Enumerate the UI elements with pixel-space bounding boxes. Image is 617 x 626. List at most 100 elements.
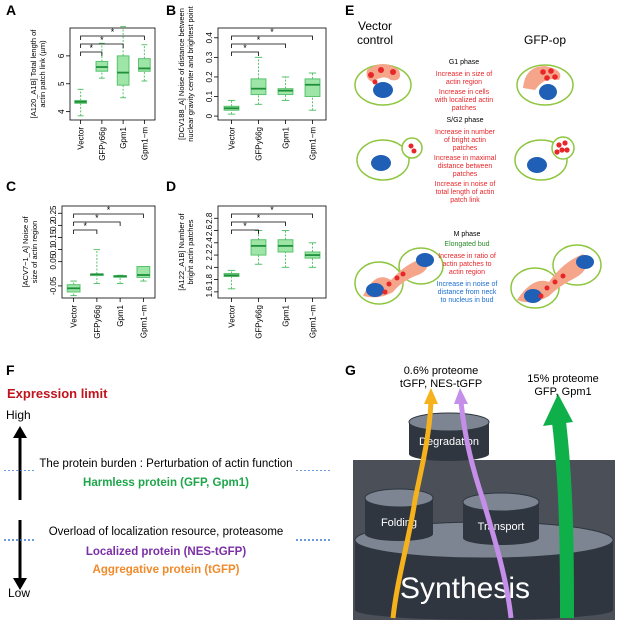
left-proteome-2: tGFP, NES-tGFP	[400, 378, 482, 390]
panel-letter-b: B	[166, 2, 177, 18]
expression-limit: Expression limit	[7, 386, 108, 401]
x-tick-label: GFPy66g	[255, 305, 264, 339]
x-tick-label: Gpm1−m	[139, 305, 148, 338]
significance-bracket	[231, 51, 259, 56]
purple-arrow-head	[454, 388, 468, 404]
y-tick-label: 5	[57, 81, 66, 86]
y-axis-label-2: bright actin patches	[186, 219, 195, 284]
panel-letter-e: E	[345, 2, 355, 18]
significance-bracket	[80, 51, 103, 56]
significance-bracket	[231, 229, 259, 234]
significance-star: *	[107, 205, 111, 215]
g1-text-3: Increase in cells	[439, 89, 490, 96]
x-tick-label: Vector	[70, 305, 79, 328]
localized-text: Localized protein (NES-tGFP)	[85, 546, 247, 558]
right-proteome-2: GFP, Gpm1	[534, 386, 591, 398]
significance-star: *	[243, 221, 247, 231]
g1-phase-label: G1 phase	[449, 59, 479, 66]
sg2-text-5: distance between	[438, 163, 493, 170]
significance-star: *	[89, 43, 93, 53]
y-tick-label: 0.2	[49, 219, 58, 231]
significance-star: *	[111, 27, 115, 37]
significance-bracket	[73, 229, 98, 234]
plot-frame	[61, 205, 156, 299]
right-proteome-1: 15% proteome	[527, 373, 599, 385]
m-phase-label: M phase	[454, 231, 481, 238]
panel-letter-f: F	[6, 362, 15, 378]
significance-bracket	[231, 35, 313, 40]
y-tick-label: -0.05	[49, 276, 58, 295]
sg2-text-9: patch link	[450, 197, 480, 204]
y-axis-label-1: [DCV188_A] Noise of distance between	[177, 8, 186, 140]
plot-frame	[217, 27, 327, 121]
y-tick-label: 2.4	[205, 237, 214, 249]
transport-label: Transport	[478, 521, 525, 533]
y-tick-label: 0.2	[205, 71, 214, 83]
y-tick-label: 0.1	[205, 90, 214, 102]
orange-arrow	[390, 401, 434, 619]
sg2-text-1: Increase in number	[435, 129, 496, 136]
purple-arrow	[458, 401, 514, 619]
significance-bracket	[73, 213, 144, 218]
x-tick-label: Vector	[228, 127, 237, 150]
y-axis-label-1: [A122_A1B] Number of	[177, 213, 186, 291]
y-tick-label: 0.15	[49, 229, 58, 245]
transport-cylinder	[462, 492, 540, 545]
m-text-r2: actin patches to	[442, 261, 491, 268]
sg2-phase-label: S/G2 phase	[447, 117, 484, 124]
box	[304, 78, 321, 98]
box	[277, 88, 294, 96]
y-tick-label: 0.3	[205, 51, 214, 63]
box	[250, 239, 267, 256]
dotted-separators	[4, 470, 330, 541]
label-high: High	[6, 408, 31, 422]
cell-m-gfp	[510, 244, 602, 309]
y-tick-label: 1.6	[205, 286, 214, 298]
panel-g-diagram: Synthesis Folding Transport Degradation …	[353, 365, 615, 620]
aggregative-text: Aggregative protein (tGFP)	[92, 564, 240, 576]
panel-e-diagram: Vector control GFP-op G1 phase Increase …	[354, 19, 602, 309]
boxplot-chart-b: 00.10.20.30.4[DCV188_A] Noise of distanc…	[177, 5, 327, 161]
x-tick-label: Gpm1−m	[140, 127, 149, 160]
sg2-text-3: patches	[453, 145, 478, 152]
y-tick-label: 6	[57, 53, 66, 58]
x-tick-label: GFPy66g	[98, 127, 107, 161]
m-text-r1: Increase in ratio of	[438, 253, 496, 260]
significance-star: *	[83, 221, 87, 231]
x-tick-label: Vector	[228, 305, 237, 328]
panel-letter-a: A	[6, 2, 17, 18]
sg2-text-8: total length of actin	[436, 189, 495, 196]
cell-g1-gfp	[516, 64, 574, 106]
m-text-b3: to nucleus in bud	[441, 297, 494, 304]
overload-text: Overload of localization resource, prote…	[48, 526, 284, 538]
left-proteome-1: 0.6% proteome	[404, 365, 479, 377]
cell-sg2-gfp	[514, 136, 575, 181]
m-text-r3: actin region	[449, 269, 485, 276]
y-axis-label-2: actin patch link (µm)	[38, 40, 47, 108]
orange-arrow-head	[424, 388, 438, 404]
g1-text-4: with localized actin	[434, 97, 493, 104]
x-tick-label: Gpm1	[282, 126, 291, 148]
plot-frame	[69, 27, 156, 121]
x-tick-label: GFPy66g	[255, 127, 264, 161]
m-text-b1: Increase in noise of	[437, 281, 498, 288]
box	[116, 55, 130, 86]
y-tick-label: 2.6	[205, 224, 214, 236]
green-arrow	[552, 421, 574, 619]
plot-frame	[217, 205, 327, 299]
green-arrow-head	[543, 394, 573, 426]
significance-bracket	[73, 221, 121, 226]
header-gfp-op: GFP-op	[524, 33, 566, 47]
boxplot-chart-c: -0.050.050.10.150.20.25[ACV7−1_A] Noise …	[21, 205, 156, 339]
significance-star: *	[270, 27, 274, 37]
panel-letter-d: D	[166, 178, 177, 194]
m-text-b2: distance from neck	[438, 289, 497, 296]
sg2-text-6: patches	[453, 171, 478, 178]
significance-star: *	[257, 35, 261, 45]
harmless-text: Harmless protein (GFP, Gpm1)	[83, 477, 249, 489]
x-tick-label: Gpm1	[116, 304, 125, 326]
box	[138, 58, 151, 72]
sg2-text-7: Increase in noise of	[435, 181, 496, 188]
